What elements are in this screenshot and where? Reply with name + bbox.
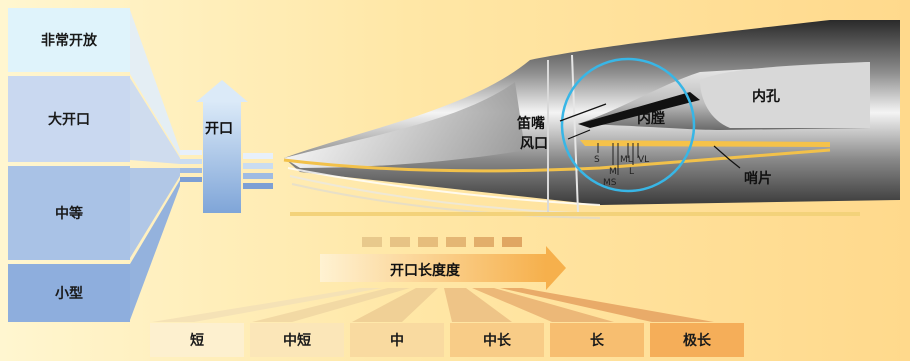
mark-vl: VL <box>638 155 650 165</box>
tip-level-very-open-label: 非常开放 <box>41 33 97 49</box>
tip-level-medium-label: 中等 <box>55 206 83 222</box>
length-medium-short-label: 中短 <box>283 333 311 349</box>
length-very-long-label: 极长 <box>683 333 711 349</box>
tip-level-small: 小型 <box>8 264 130 322</box>
mark-l: L <box>629 167 635 177</box>
bore-label: 内孔 <box>752 89 780 105</box>
reed-label: 哨片 <box>744 171 772 187</box>
chamber-label: 内膛 <box>637 111 665 127</box>
leader-lines <box>559 103 741 169</box>
facing-length-fan <box>152 288 714 322</box>
length-long: 长 <box>550 323 644 357</box>
length-medium-label: 中 <box>390 333 404 349</box>
mark-ml: ML <box>620 155 633 165</box>
reed-strip <box>580 140 830 147</box>
mouthpiece-body <box>283 20 900 219</box>
tip-level-large: 大开口 <box>8 76 130 162</box>
magnifier-circle <box>560 57 696 193</box>
mark-m: M <box>609 167 617 177</box>
tip-level-very-open: 非常开放 <box>8 8 130 72</box>
length-short-label: 短 <box>190 333 204 349</box>
bore <box>700 62 870 128</box>
opening-arrow <box>196 80 248 213</box>
mark-ms: MS <box>603 178 617 188</box>
tip-opening-label: 风口 <box>520 136 548 152</box>
opening-arrow-label: 开口 <box>205 121 233 137</box>
length-long-label: 长 <box>590 333 604 349</box>
facing-length-arrow <box>320 246 566 290</box>
facing-marks <box>597 143 639 175</box>
baffle-label: 笛嘴 <box>517 116 545 132</box>
length-very-long: 极长 <box>650 323 744 357</box>
tip-level-medium: 中等 <box>8 166 130 260</box>
length-medium-short: 中短 <box>250 323 344 357</box>
tip-level-large-label: 大开口 <box>48 112 90 128</box>
tip-opening-fan <box>130 10 180 320</box>
facing-length-label: 开口长度度 <box>390 263 460 279</box>
length-medium-long-label: 中长 <box>483 333 511 349</box>
tip-opening-stripes <box>180 150 273 189</box>
tip-level-small-label: 小型 <box>55 286 83 302</box>
length-short: 短 <box>150 323 244 357</box>
mark-s: S <box>594 155 600 165</box>
length-squares-top <box>362 237 522 247</box>
length-medium-long: 中长 <box>450 323 544 357</box>
length-medium: 中 <box>350 323 444 357</box>
